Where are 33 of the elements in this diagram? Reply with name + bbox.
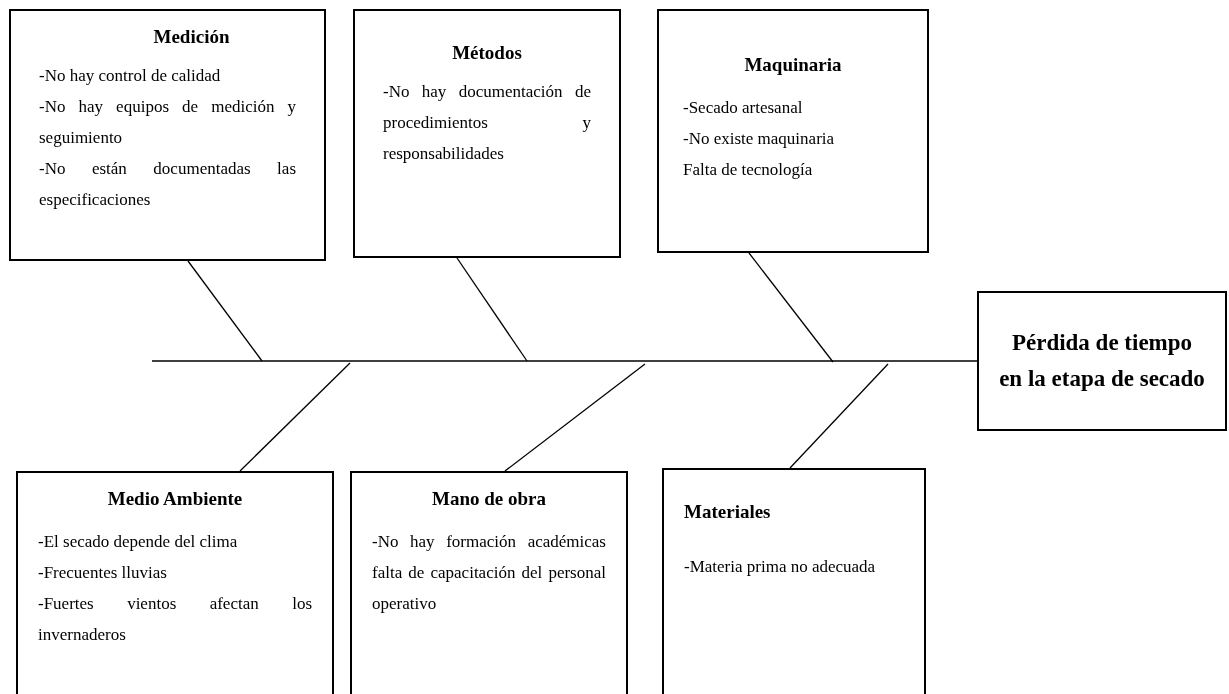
branch-line [789, 363, 889, 469]
cause-text: -No hay control de calidad [39, 64, 222, 87]
cause-text: -No están documentadas las especificaciones [39, 157, 296, 211]
category-title: Materiales [684, 500, 772, 524]
cause-text: Falta de tecnología [683, 158, 814, 181]
category-title: Medición [152, 25, 231, 49]
cause-text: -El secado depende del clima [38, 530, 239, 553]
cause-text: -No hay documentación de procedimientos y responsabilidades [383, 80, 591, 165]
cause-text: -No existe maquinaria [683, 127, 836, 150]
effect-box [977, 291, 1227, 431]
cause-text: -Materia prima no adecuada [684, 555, 877, 578]
branch-line [239, 362, 351, 472]
cause-box [16, 471, 334, 694]
spine-line [151, 360, 978, 362]
cause-box [353, 9, 621, 258]
cause-box [9, 9, 326, 261]
branch-line [187, 260, 263, 362]
cause-text: -No hay formación académicas falta de capacitación del personal operativo [372, 530, 606, 615]
branch-line [456, 257, 528, 362]
cause-box [662, 468, 926, 694]
branch-line [504, 363, 646, 472]
cause-text: -Frecuentes lluvias [38, 561, 168, 584]
category-title: Métodos [451, 41, 523, 65]
category-title: Maquinaria [743, 53, 843, 77]
effect-text: Pérdida de tiempo en la etapa de secado [999, 329, 1205, 393]
category-title: Mano de obra [431, 487, 547, 511]
cause-text: -No hay equipos de medición y seguimiento [39, 95, 296, 149]
branch-line [748, 252, 834, 363]
cause-box [350, 471, 628, 694]
category-title: Medio Ambiente [106, 487, 244, 511]
cause-text: -Secado artesanal [683, 96, 804, 119]
cause-text: -Fuertes vientos afectan los invernaderos [38, 592, 312, 646]
cause-box [657, 9, 929, 253]
